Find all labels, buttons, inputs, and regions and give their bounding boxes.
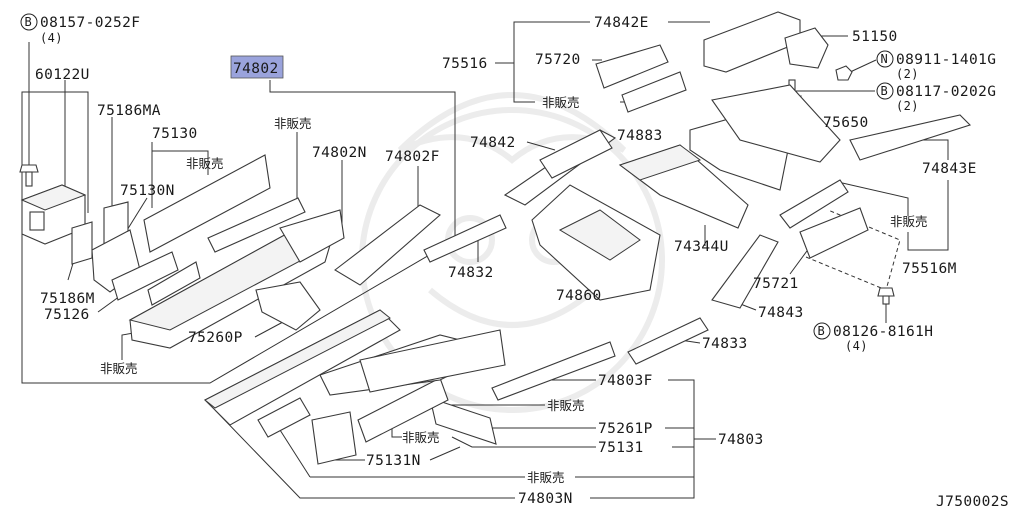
label-08117[interactable]: 08117-0202G	[896, 84, 996, 100]
part-75650-sketch	[711, 84, 841, 163]
label-74843e[interactable]: 74843E	[922, 161, 977, 177]
part-75720-sketch	[595, 44, 669, 89]
label-hanbai-6: 非販売	[547, 398, 585, 413]
part-hanbai1-sketch	[207, 197, 306, 253]
part-75130-sketch	[143, 154, 271, 253]
highlight-74802-box	[230, 55, 284, 79]
part-74802n-sketch	[279, 209, 345, 263]
label-51150[interactable]: 51150	[852, 29, 898, 45]
part-sketches	[19, 11, 972, 465]
label-74803n[interactable]: 74803N	[518, 491, 573, 507]
symbol-b-1: B	[25, 15, 33, 29]
label-75130[interactable]: 75130	[152, 126, 198, 142]
bolt-symbol-b2-icon	[876, 82, 894, 100]
label-60122u[interactable]: 60122U	[35, 67, 90, 83]
part-74833-sketch	[627, 317, 709, 365]
label-74832[interactable]: 74832	[448, 265, 494, 281]
label-08126[interactable]: 08126-8161H	[833, 324, 933, 340]
bolt-symbol-b-icon	[20, 13, 38, 31]
label-08126-qty: (4)	[845, 339, 868, 353]
label-75186ma[interactable]: 75186MA	[97, 103, 161, 119]
label-74344u[interactable]: 74344U	[674, 239, 729, 255]
part-51150-sketch	[784, 27, 829, 69]
part-hanbai6-sketch	[491, 341, 616, 401]
part-74832-sketch	[423, 214, 507, 263]
part-hanbai4-sketch	[621, 71, 687, 113]
label-hanbai-7: 非販売	[402, 430, 440, 445]
symbol-n: N	[881, 52, 889, 66]
part-75721-sketch	[799, 207, 869, 259]
label-75260p[interactable]: 75260P	[188, 330, 243, 346]
label-08157[interactable]: 08157-0252F	[40, 15, 140, 31]
label-74860[interactable]: 74860	[556, 288, 602, 304]
symbol-b-3: B	[818, 324, 826, 338]
symbol-b-2: B	[881, 84, 889, 98]
label-75131[interactable]: 75131	[598, 440, 644, 456]
label-hanbai-1b: 非販売	[186, 156, 224, 171]
part-75131-sketch	[357, 377, 449, 443]
part-75260p-sketch	[255, 281, 321, 331]
nut-symbol-n-icon	[876, 50, 894, 68]
part-75126-sketch	[111, 251, 179, 301]
label-hanbai-5: 非販売	[890, 214, 928, 229]
label-75721[interactable]: 75721	[753, 276, 799, 292]
label-75516[interactable]: 75516	[442, 56, 488, 72]
label-74833[interactable]: 74833	[702, 336, 748, 352]
part-75186m-sketch	[71, 221, 93, 265]
part-75131n-sketch	[311, 411, 357, 465]
label-74802n[interactable]: 74802N	[312, 145, 367, 161]
label-08911[interactable]: 08911-1401G	[896, 52, 996, 68]
part-75516m-sketch	[779, 179, 849, 229]
part-74843e-sketch	[849, 114, 972, 161]
part-hanbai8-sketch	[257, 397, 311, 438]
label-hanbai-4: 非販売	[542, 95, 580, 110]
label-08117-qty: (2)	[896, 99, 919, 113]
label-75130n[interactable]: 75130N	[120, 183, 175, 199]
label-hanbai-8: 非販売	[527, 470, 565, 485]
label-75720[interactable]: 75720	[535, 52, 581, 68]
label-75261p[interactable]: 75261P	[598, 421, 653, 437]
label-74803[interactable]: 74803	[718, 432, 764, 448]
label-08157-qty: (4)	[40, 31, 63, 45]
label-74883[interactable]: 74883	[617, 128, 663, 144]
label-08911-qty: (2)	[896, 67, 919, 81]
stud-08126-sketch	[877, 287, 895, 305]
label-74802[interactable]: 74802	[233, 61, 279, 77]
label-74802f[interactable]: 74802F	[385, 149, 440, 165]
part-75261p-sketch	[429, 397, 497, 445]
label-74803f[interactable]: 74803F	[598, 373, 653, 389]
bolt-08157-sketch	[19, 164, 39, 187]
label-75516m[interactable]: 75516M	[902, 261, 957, 277]
label-74843[interactable]: 74843	[758, 305, 804, 321]
label-75650[interactable]: 75650	[823, 115, 869, 131]
label-hanbai-1: 非販売	[274, 116, 312, 131]
label-75126[interactable]: 75126	[44, 307, 90, 323]
part-hanbai-small-sketch	[147, 261, 201, 306]
label-75131n[interactable]: 75131N	[366, 453, 421, 469]
label-layer: B 08157-0252F (4) 60122U 74802 75186MA 7…	[20, 13, 1009, 510]
diagram-code: J750002S	[936, 494, 1009, 510]
label-74842e[interactable]: 74842E	[594, 15, 649, 31]
label-74842[interactable]: 74842	[470, 135, 516, 151]
part-74802f-sketch	[334, 204, 441, 286]
nut-08911-sketch	[835, 65, 853, 81]
part-74843-sketch	[711, 234, 779, 309]
label-75186m[interactable]: 75186M	[40, 291, 95, 307]
label-hanbai-3: 非販売	[100, 361, 138, 376]
bolt-symbol-b3-icon	[813, 322, 831, 340]
